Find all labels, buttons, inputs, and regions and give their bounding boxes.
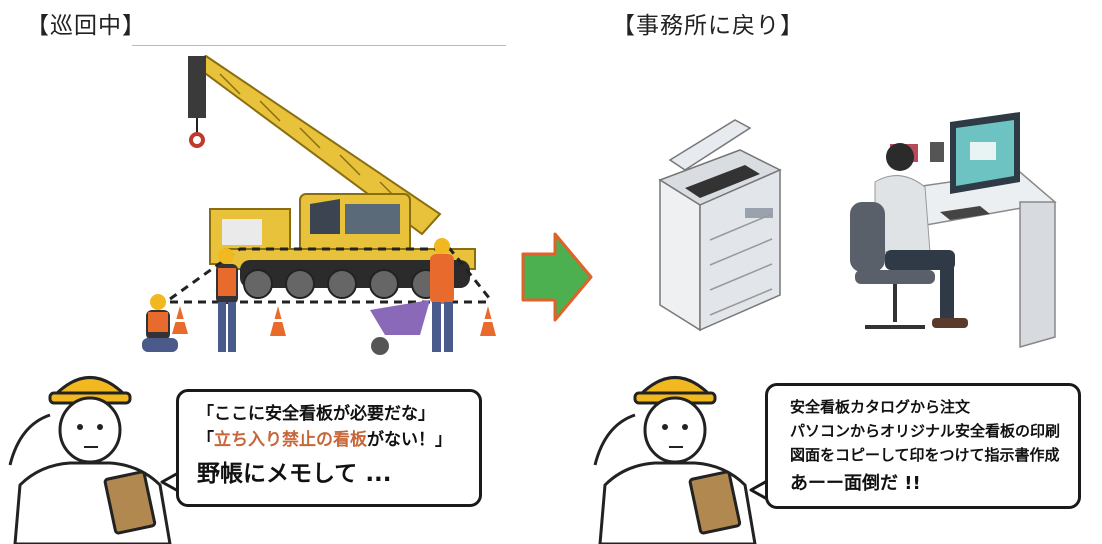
office-worker-illustration	[850, 112, 1057, 348]
bubble-right-line-2: パソコンからオリジナル安全看板の印刷	[790, 422, 1061, 440]
bubble-left-line-2-open: 「	[197, 430, 214, 450]
bubble-left-line-2-accent: 立ち入り禁止の看板	[214, 430, 367, 450]
bubble-right-line-1: 安全看板カタログから注文	[790, 398, 971, 416]
bubble-left-line-2-rest: がない！」	[367, 430, 452, 450]
heading-back-to-office: 【事務所に戻り】	[612, 13, 804, 39]
bubble-left-line-2: 「立ち入り禁止の看板がない！」	[197, 427, 479, 453]
bubble-right-line-3: 図面をコピーして印をつけて指示書作成	[790, 446, 1060, 464]
supervisor-illustration	[593, 376, 757, 544]
speech-bubble-patrol: 「ここに安全看板が必要だな」 「立ち入り禁止の看板がない！」 野帳にメモして .…	[176, 389, 482, 507]
arrow-right-icon	[521, 232, 593, 322]
worker-illustration	[142, 238, 454, 355]
bubble-left-line-3: 野帳にメモして ...	[197, 461, 392, 487]
bubble-left-line-1: 「ここに安全看板が必要だな」	[197, 404, 435, 424]
copier-illustration	[658, 119, 782, 332]
heading-patrolling: 【巡回中】	[26, 13, 146, 39]
divider-line	[132, 45, 506, 46]
crane-illustration	[169, 54, 496, 336]
supervisor-illustration	[8, 376, 172, 544]
bubble-right-line-4: あーー面倒だ !!	[790, 473, 921, 494]
speech-bubble-office: 安全看板カタログから注文 パソコンからオリジナル安全看板の印刷 図面をコピーして…	[765, 383, 1081, 509]
